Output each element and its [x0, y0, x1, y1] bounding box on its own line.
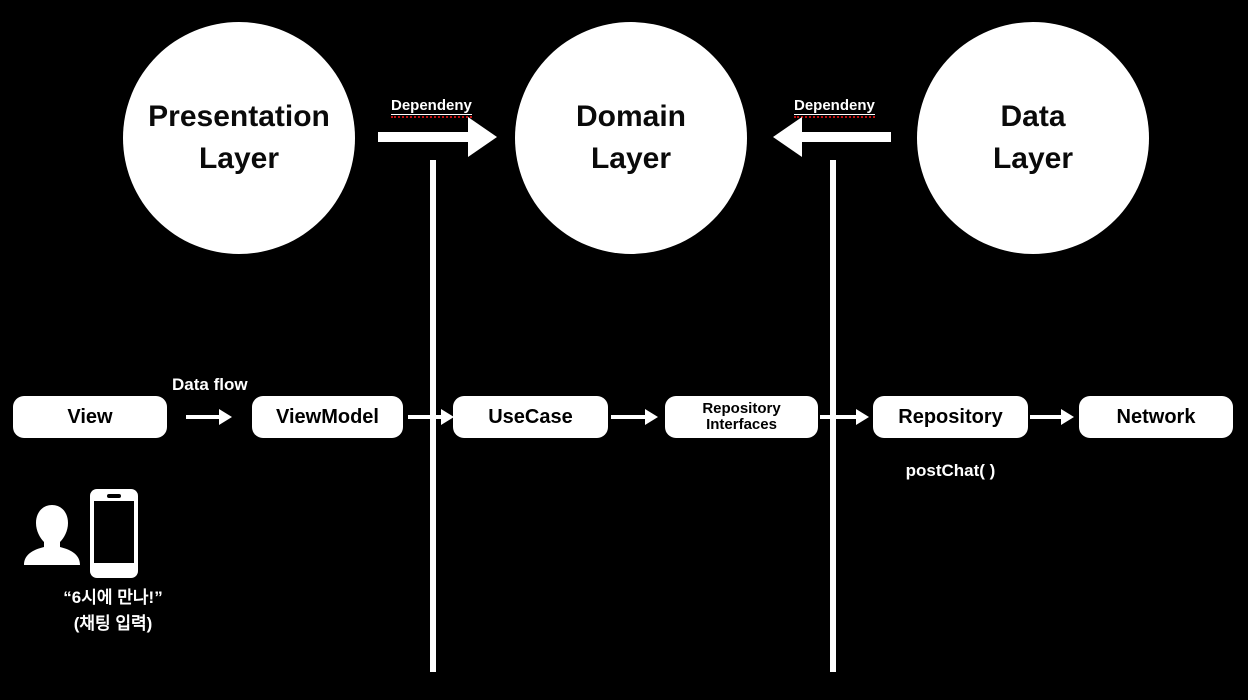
view-box: View [13, 396, 167, 438]
person-silhouette-icon [24, 505, 80, 565]
data-layer-label: Data Layer [993, 96, 1073, 180]
flow-arrow-viewmodel-to-usecase-icon [408, 409, 454, 425]
repository-interfaces-box: Repository Interfaces [665, 396, 818, 438]
presentation-layer-label: Presentation Layer [148, 96, 330, 180]
network-box: Network [1079, 396, 1233, 438]
viewmodel-box: ViewModel [252, 396, 403, 438]
flow-arrow-view-to-viewmodel-icon [186, 409, 232, 425]
circle-label-line: Layer [590, 142, 672, 175]
data-layer-circle: Data Layer [917, 22, 1149, 254]
domain-layer-label: Domain Layer [576, 96, 686, 180]
circle-label-line: Presentation [148, 100, 330, 133]
dependency-label-text: Dependeny [794, 97, 875, 115]
dependency-label-text: Dependeny [391, 97, 472, 115]
domain-layer-circle: Domain Layer [515, 22, 747, 254]
arrow-head [219, 409, 232, 425]
flow-arrow-interfaces-to-repository-icon [820, 409, 869, 425]
chat-input-caption: (채팅 입력) [73, 614, 153, 633]
arrow-shaft [820, 415, 859, 419]
flow-arrow-repository-to-network-icon [1030, 409, 1074, 425]
arrow-shaft [408, 415, 444, 419]
circle-label-line: Domain [575, 100, 686, 133]
smartphone-icon [90, 489, 138, 578]
circle-label-line: Layer [992, 142, 1074, 175]
postchat-method-label: postChat( ) [905, 461, 996, 480]
repository-box: Repository [873, 396, 1028, 438]
dependency-label-left: Dependeny [391, 97, 472, 118]
arrow-head [773, 117, 802, 157]
flow-arrow-usecase-to-interfaces-icon [611, 409, 658, 425]
arrow-head [1061, 409, 1074, 425]
arrow-shaft [611, 415, 648, 419]
arrow-shaft [186, 415, 222, 419]
arrow-shaft [800, 132, 891, 142]
arrow-head [645, 409, 658, 425]
chat-input-note: “6시에 만나!” (채팅 입력) [18, 585, 208, 637]
arrow-shaft [1030, 415, 1064, 419]
dependency-arrow-right-icon [378, 117, 497, 157]
dependency-label-right: Dependeny [794, 97, 875, 118]
arrow-head [856, 409, 869, 425]
arrow-head [468, 117, 497, 157]
circle-label-line: Data [1000, 100, 1066, 133]
arrow-shaft [378, 132, 470, 142]
arrow-head [441, 409, 454, 425]
circle-label-line: Layer [198, 142, 280, 175]
data-flow-caption: Data flow [172, 375, 248, 394]
chat-message-text: “6시에 만나!” [63, 588, 163, 607]
dependency-arrow-left-icon [773, 117, 891, 157]
usecase-box: UseCase [453, 396, 608, 438]
presentation-layer-circle: Presentation Layer [123, 22, 355, 254]
